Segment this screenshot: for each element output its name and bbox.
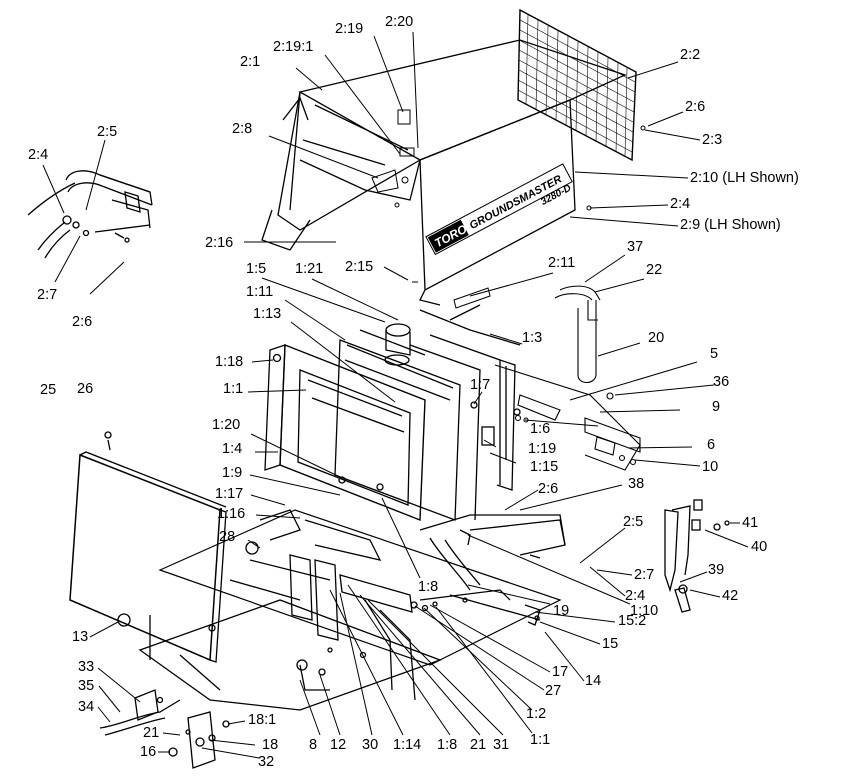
callout-2-11: 2:11 [548,255,576,271]
callout-9: 9 [712,399,721,415]
callout-1-16: 1:16 [217,506,246,522]
callout-13: 13 [72,629,89,645]
callout-15-2: 15:2 [618,613,647,629]
callout-6: 6 [707,437,716,453]
brackets-right [494,285,641,471]
callout-1-3: 1:3 [522,330,543,346]
callout-25: 25 [40,382,57,398]
callout-26: 26 [77,381,94,397]
callout-18-1: 18:1 [248,712,277,728]
callout-2-6: 2:6 [685,99,706,115]
hood-hardware [371,109,646,309]
callout-34: 34 [78,699,95,715]
callout-21: 21 [470,737,487,753]
callout-14: 14 [585,673,602,689]
callout-1-6: 1:6 [530,421,551,437]
callout-2-7: 2:7 [634,567,655,583]
callout-2-4: 2:4 [28,147,49,163]
callout-8: 8 [309,737,318,753]
callout-16: 16 [140,744,157,760]
callout-2-9: 2:9 (LH Shown) [680,217,781,233]
callout-17: 17 [552,664,569,680]
callout-1-8: 1:8 [437,737,458,753]
callout-2-3: 2:3 [702,132,723,148]
callout-2-15: 2:15 [345,259,374,275]
callout-2-10: 2:10 (LH Shown) [690,170,799,186]
callout-1-19: 1:19 [528,441,557,457]
callout-32: 32 [258,754,275,770]
leader-lines [42,31,749,759]
callout-2-5: 2:5 [623,514,644,530]
base-frame [138,509,566,711]
callout-1-7: 1:7 [470,377,491,393]
callout-42: 42 [722,588,739,604]
callout-1-9: 1:9 [222,465,243,481]
callout-2-19: 2:19 [335,21,364,37]
callout-38: 38 [628,476,645,492]
callout-22: 22 [646,262,663,278]
callout-31: 31 [493,737,510,753]
callout-21: 21 [143,725,160,741]
callout-1-17: 1:17 [215,486,244,502]
callout-2-6: 2:6 [72,314,93,330]
callout-20: 20 [648,330,665,346]
callout-2-1: 2:1 [240,54,261,70]
callout-10: 10 [702,459,719,475]
callout-2-16: 2:16 [205,235,234,251]
callout-19: 19 [553,603,570,619]
callout-1-11: 1:11 [246,284,274,300]
callout-2-20: 2:20 [385,14,414,30]
callout-1-18: 1:18 [215,354,244,370]
callout-1-20: 1:20 [212,417,241,433]
right-small-parts [664,499,730,613]
hood-decal: TORO GROUNDSMASTER 3280-D [425,163,573,256]
callout-39: 39 [708,562,725,578]
side-panel [69,431,227,663]
callout-1-2: 1:2 [526,706,547,722]
callout-2-8: 2:8 [232,121,253,137]
callout-2-19-1: 2:19:1 [273,39,314,55]
callout-1-10: 1:10 [630,603,659,619]
radiator-assembly [264,304,566,591]
callout-2-2: 2:2 [680,47,701,63]
callout-1-14: 1:14 [393,737,422,753]
callout-1-1: 1:1 [223,381,244,397]
callout-30: 30 [362,737,379,753]
callout-2-6: 2:6 [538,481,559,497]
callout-1-8: 1:8 [418,579,439,595]
callout-12: 12 [330,737,347,753]
callout-36: 36 [713,374,730,390]
callout-41: 41 [742,515,759,531]
callout-1-13: 1:13 [253,306,282,322]
callout-2-4: 2:4 [670,196,691,212]
callout-5: 5 [710,346,719,362]
callout-1-4: 1:4 [222,441,243,457]
callout-28: 28 [219,529,236,545]
callout-40: 40 [751,539,768,555]
callout-18: 18 [262,737,279,753]
callout-1-5: 1:5 [246,261,267,277]
callout-37: 37 [627,239,644,255]
callout-27: 27 [545,683,562,699]
latch-parts [99,689,230,769]
callout-1-15: 1:15 [530,459,559,475]
callout-2-5: 2:5 [97,124,118,140]
callout-1-21: 1:21 [295,261,324,277]
callout-2-7: 2:7 [37,287,58,303]
callout-15: 15 [602,636,619,652]
inset-detail [27,170,153,259]
callout-1-1: 1:1 [530,732,551,748]
callout-35: 35 [78,678,95,694]
callout-2-4: 2:4 [625,588,646,604]
grille-screen [517,8,637,162]
callout-33: 33 [78,659,95,675]
